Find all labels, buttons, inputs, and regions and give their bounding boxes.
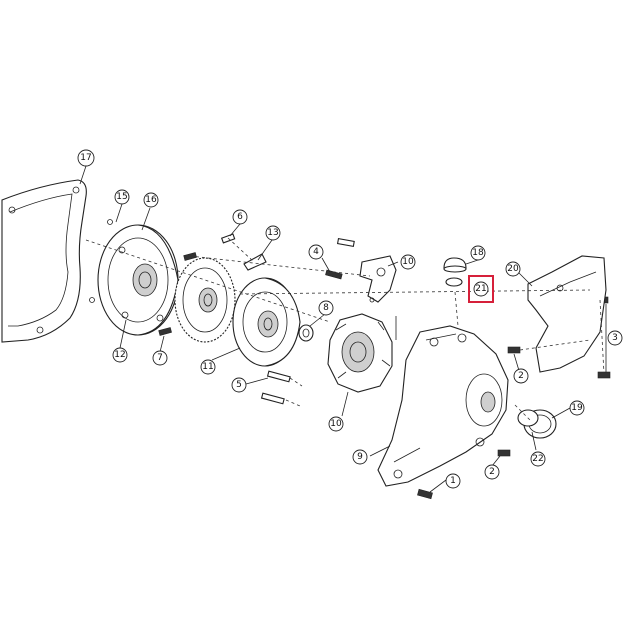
callout-17[interactable]: 17 xyxy=(77,149,95,167)
callout-22[interactable]: 22 xyxy=(530,451,546,467)
callout-leaders xyxy=(79,165,607,493)
svg-text:4: 4 xyxy=(313,247,319,257)
svg-text:19: 19 xyxy=(571,403,583,413)
svg-text:13: 13 xyxy=(267,228,278,238)
callout-9[interactable]: 9 xyxy=(352,449,368,465)
assembly-guide-lines xyxy=(85,237,605,421)
cover-plate-part[interactable] xyxy=(527,255,607,373)
callout-4[interactable]: 4 xyxy=(308,244,324,260)
svg-text:16: 16 xyxy=(145,195,157,205)
clutch-part[interactable] xyxy=(232,277,301,367)
svg-text:9: 9 xyxy=(357,452,363,462)
clutch-drum-part[interactable] xyxy=(89,219,179,336)
callout-15[interactable]: 15 xyxy=(114,189,130,205)
svg-text:5: 5 xyxy=(236,380,242,390)
callout-1[interactable]: 1 xyxy=(445,473,461,489)
svg-text:20: 20 xyxy=(507,264,519,274)
svg-text:22: 22 xyxy=(532,454,543,464)
svg-text:10: 10 xyxy=(402,257,414,267)
callout-10-stator[interactable]: 10 xyxy=(328,416,344,432)
callout-2-upper[interactable]: 2 xyxy=(513,368,529,384)
callout-19[interactable]: 19 xyxy=(569,400,585,416)
callout-3[interactable]: 3 xyxy=(607,330,623,346)
svg-text:12: 12 xyxy=(114,350,125,360)
oil-cap-part[interactable] xyxy=(443,257,467,273)
callout-11[interactable]: 11 xyxy=(200,359,216,375)
highlight-box-21 xyxy=(468,275,494,303)
callout-10-pump[interactable]: 10 xyxy=(400,254,416,270)
stator-part[interactable] xyxy=(327,313,397,393)
svg-text:1: 1 xyxy=(450,476,456,486)
callout-2-lower[interactable]: 2 xyxy=(484,464,500,480)
svg-text:11: 11 xyxy=(202,362,213,372)
callout-7[interactable]: 7 xyxy=(152,350,168,366)
o-ring-part[interactable] xyxy=(445,277,463,287)
svg-text:17: 17 xyxy=(80,153,91,163)
svg-text:18: 18 xyxy=(472,248,484,258)
svg-text:21: 21 xyxy=(475,284,486,294)
nut-part[interactable] xyxy=(298,324,314,342)
callout-16[interactable]: 16 xyxy=(143,192,159,208)
svg-text:10: 10 xyxy=(330,419,342,429)
callout-8[interactable]: 8 xyxy=(318,300,334,316)
callout-6[interactable]: 6 xyxy=(232,209,248,225)
svg-text:15: 15 xyxy=(116,192,127,202)
callout-5[interactable]: 5 xyxy=(231,377,247,393)
svg-text:2: 2 xyxy=(518,371,524,381)
svg-text:3: 3 xyxy=(612,333,618,343)
callout-20[interactable]: 20 xyxy=(505,261,521,277)
gasket-part[interactable] xyxy=(1,179,87,343)
callout-12[interactable]: 12 xyxy=(112,347,128,363)
sprocket-part[interactable] xyxy=(174,257,236,343)
svg-text:7: 7 xyxy=(157,353,163,363)
callout-21[interactable]: 21 xyxy=(473,281,489,297)
svg-text:6: 6 xyxy=(237,212,243,222)
bolt-parts[interactable] xyxy=(158,233,611,500)
callout-18[interactable]: 18 xyxy=(470,245,486,261)
engine-cover-part[interactable] xyxy=(377,325,509,487)
svg-text:8: 8 xyxy=(323,303,329,313)
svg-text:2: 2 xyxy=(489,467,495,477)
callout-13[interactable]: 13 xyxy=(265,225,281,241)
pump-bracket-part[interactable] xyxy=(359,255,397,303)
